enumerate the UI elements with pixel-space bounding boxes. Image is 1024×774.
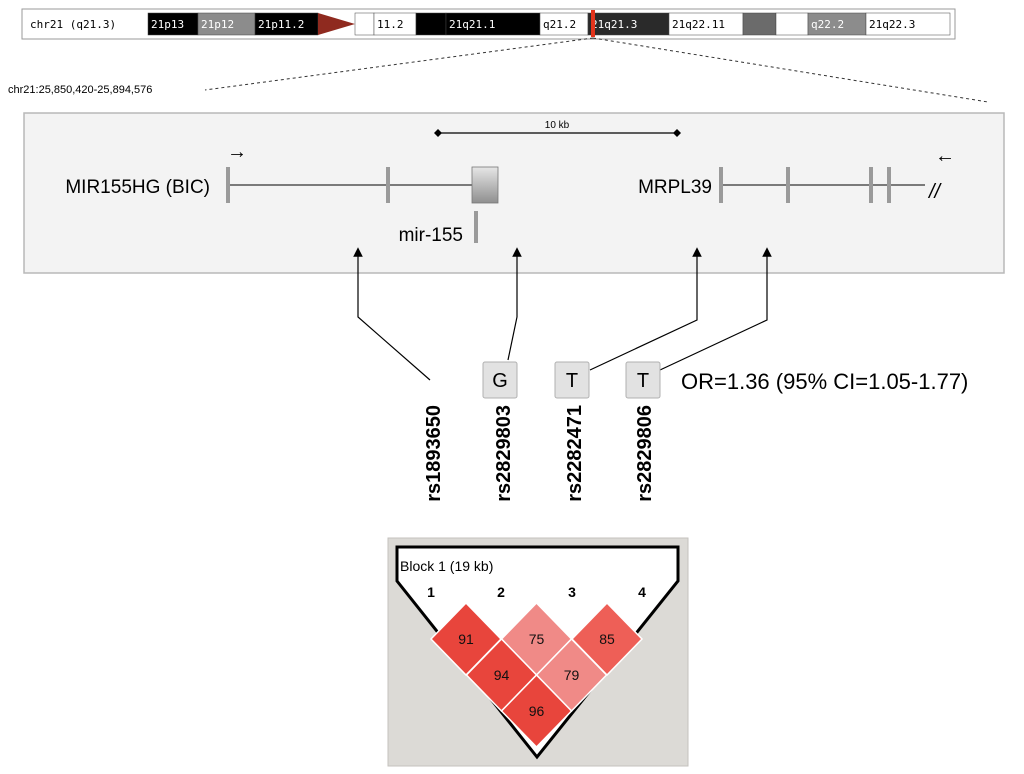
ld-marker-label: 1 [427, 584, 435, 600]
ideogram-band-label: q22.2 [811, 18, 844, 31]
ideogram-band-label: 21q22.3 [869, 18, 915, 31]
ideogram-band [354, 12, 375, 36]
gene2-name: MRPL39 [638, 177, 712, 198]
ideogram-band-label: q21.2 [543, 18, 576, 31]
zoom-line-right [592, 37, 989, 103]
snp-id-labels: rs1893650 rs2829803 rs2282471 rs2829806 [423, 405, 656, 502]
ideogram-band-label: 21q21.1 [449, 18, 495, 31]
gene2-exon [786, 167, 790, 203]
ideogram-bands: 21p13 21p12 21p11.2 11.2 21q21.1 q21.2 21q21.3… [147, 12, 951, 36]
ld-cells: 91 75 85 94 79 96 [429, 601, 644, 749]
ideogram-band [775, 12, 809, 36]
snp-id: rs2282471 [564, 405, 586, 502]
scale-bar-right-end [673, 129, 681, 137]
chromosome-ideogram: chr21 (q21.3) 21p13 21p12 21p11.2 11.2 21q21… [21, 8, 956, 40]
gene2-exon [719, 167, 723, 203]
gene2-exon [869, 167, 873, 203]
ld-cell-value: 75 [529, 631, 545, 647]
ld-marker-label: 2 [497, 584, 505, 600]
region-coordinates: chr21:25,850,420-25,894,576 [8, 84, 152, 96]
gene2-break-mark: // [927, 181, 943, 203]
ld-block-plot: Block 1 (19 kb) 1 2 3 4 91 75 85 94 79 96 [387, 537, 689, 767]
gene1-name: MIR155HG (BIC) [65, 177, 210, 198]
allele-snp3: T [566, 370, 578, 392]
ld-marker-label: 4 [638, 584, 646, 600]
ld-cell-value: 91 [458, 631, 474, 647]
mir155-locus [474, 211, 478, 243]
snp-id: rs1893650 [423, 405, 445, 502]
ideogram-label: chr21 (q21.3) [30, 18, 116, 31]
allele-snp4: T [637, 370, 649, 392]
odds-ratio-label: OR=1.36 (95% CI=1.05-1.77) [681, 369, 968, 394]
gene-panel-box [23, 112, 1005, 274]
ld-cell-value: 94 [494, 667, 510, 683]
snp-id: rs2829803 [493, 405, 515, 502]
snp-connectors [353, 247, 772, 381]
snp4-connector [659, 247, 772, 371]
ld-cell-value: 96 [529, 703, 545, 719]
zoom-line-left [204, 37, 594, 91]
risk-alleles: G T T [482, 361, 661, 399]
ld-marker-label: 3 [568, 584, 576, 600]
gene1-exon [226, 167, 230, 203]
ld-cell-value: 79 [564, 667, 580, 683]
locus-highlight-marker [591, 10, 595, 37]
mirna-name: mir-155 [399, 225, 463, 246]
ideogram-band [415, 12, 447, 36]
ideogram-band-label: 11.2 [377, 18, 404, 31]
ld-cell-value: 85 [599, 631, 615, 647]
ideogram-band [865, 12, 951, 36]
allele-snp2: G [492, 370, 508, 392]
allele-box-snp4 [625, 361, 661, 399]
ideogram-band-label: 21p12 [201, 18, 234, 31]
ideogram-band [742, 12, 777, 36]
gene1-exon [386, 167, 390, 203]
ld-block-title: Block 1 (19 kb) [400, 558, 493, 574]
allele-box-snp2 [482, 361, 518, 399]
ideogram-band-label: 21q21.3 [591, 18, 637, 31]
ideogram-band-label: 21q22.11 [672, 18, 725, 31]
gene-panel: 10 kb → MIR155HG (BIC) mir-155 MRPL39 //… [23, 112, 1005, 274]
snp3-connector [589, 247, 702, 371]
gene2-strand-arrow: ← [935, 145, 955, 167]
scale-bar-left-end [434, 129, 442, 137]
allele-box-snp3 [554, 361, 590, 399]
snp2-connector [507, 247, 522, 361]
snp-id: rs2829806 [634, 405, 656, 502]
gene1-last-exon [471, 166, 499, 204]
ideogram-band-label: 21p13 [151, 18, 184, 31]
snp1-connector [353, 247, 431, 381]
gene2-exon [887, 167, 891, 203]
gene1-strand-arrow: → [227, 141, 247, 163]
scale-bar-label: 10 kb [545, 120, 570, 131]
ld-cell [500, 673, 573, 749]
ideogram-band-label: 21p11.2 [258, 18, 304, 31]
